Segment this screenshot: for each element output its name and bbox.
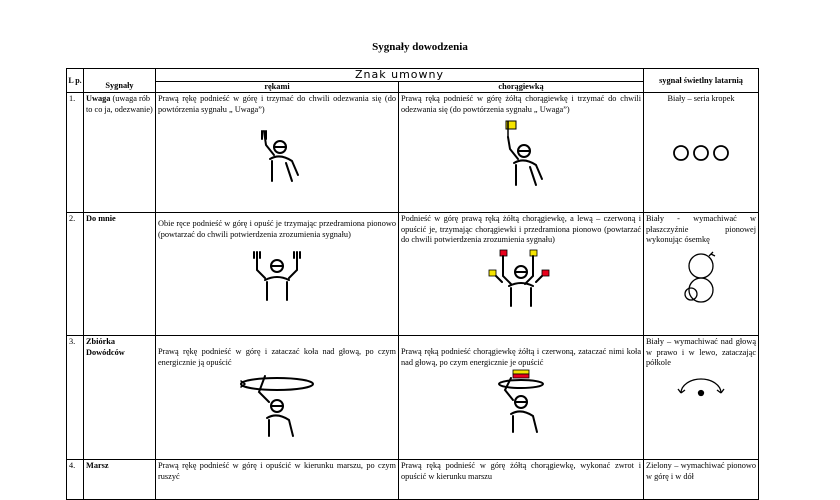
- header-choragiewka: chorągiewką: [397, 80, 645, 94]
- row-number: 2.: [66, 212, 84, 337]
- table-row: 1. Uwaga (uwaga rób to co ja, odezwanie)…: [66, 92, 760, 214]
- signal-name-cell: Do mnie: [83, 212, 156, 337]
- flag-description: Prawą ręką podnieść w górę żółtą chorągi…: [401, 94, 642, 114]
- half-circle-light-icon: [677, 378, 725, 396]
- light-description: Biały – wymachiwać nad głową w prawo i w…: [646, 337, 757, 368]
- table-row: 3. Zbiórka Dowódców Prawą rękę podnieść …: [66, 335, 760, 461]
- flag-description: Prawą ręką podnieść chorągiewkę żółtą i …: [401, 347, 642, 367]
- signals-table: L p. Sygnały Znak umowny sygnał świetlny…: [66, 67, 760, 500]
- light-description: Biały - wymachiwać w płaszczyźnie pionow…: [646, 214, 757, 245]
- yellow-flag-figure-icon: [505, 120, 543, 187]
- hands-cell: Obie ręce podnieść w górę i opuść je trz…: [155, 212, 399, 337]
- hands-description: Prawą rękę podnieść w górę i zataczać ko…: [158, 347, 396, 367]
- header-sygnal-swietlny: sygnał świetlny latarnią: [643, 67, 760, 94]
- signal-name: Uwaga: [86, 94, 111, 104]
- figure-eight-light-icon: [684, 251, 716, 303]
- header-lp: L p.: [66, 67, 84, 94]
- light-cell: Biały – wymachiwać nad głową w prawo i w…: [643, 335, 760, 461]
- signal-name-cell: Uwaga (uwaga rób to co ja, odezwanie): [83, 92, 156, 214]
- header-rekami: rękami: [155, 80, 399, 94]
- flag-description: Podnieść w górę prawą ręką żółtą chorągi…: [401, 214, 642, 245]
- signal-name: Do mnie: [86, 214, 116, 224]
- hands-cell: Prawą rękę podnieść w górę i zataczać ko…: [155, 335, 399, 461]
- hands-cell: Prawą rękę podnieść w górę i trzymać do …: [155, 92, 399, 214]
- signal-name-cell: Zbiórka Dowódców: [83, 335, 156, 461]
- circling-flags-figure-icon: [498, 369, 544, 434]
- document-title: Sygnały dowodzenia: [372, 41, 468, 53]
- light-cell: Biały – seria kropek: [643, 92, 760, 214]
- row-number: 3.: [66, 335, 84, 461]
- both-hands-figure-icon: [253, 251, 301, 302]
- dots-light-icon: [673, 144, 729, 161]
- table-row: 2. Do mnie Obie ręce podnieść w górę i o…: [66, 212, 760, 337]
- flag-cell: Podnieść w górę prawą ręką żółtą chorągi…: [397, 212, 645, 337]
- light-cell: Biały - wymachiwać w płaszczyźnie pionow…: [643, 212, 760, 337]
- flag-description: Prawą ręką podnieść w górę żółtą chorągi…: [401, 461, 642, 481]
- row-number: 1.: [66, 92, 84, 214]
- header-sygnaly: Sygnały: [83, 67, 156, 94]
- header-znak-umowny: Znak umowny: [154, 68, 645, 82]
- hands-description: Obie ręce podnieść w górę i opuść je trz…: [158, 219, 396, 239]
- flag-cell: Prawą ręką podnieść w górę żółtą chorągi…: [397, 92, 645, 214]
- hands-description: Prawą rękę podnieść w górę i opuścić w k…: [158, 461, 396, 481]
- light-description: Biały – seria kropek: [667, 94, 735, 104]
- signal-name-extra: (uwaga rób to co ja, odezwanie): [86, 94, 153, 114]
- signal-name: Zbiórka Dowódców: [86, 337, 125, 357]
- flag-cell: Prawą ręką podnieść chorągiewkę żółtą i …: [397, 335, 645, 461]
- circling-hand-figure-icon: [240, 375, 314, 438]
- light-description: Zielony – wymachiwać pionowo w górę i w …: [646, 461, 757, 481]
- hands-description: Prawą rękę podnieść w górę i trzymać do …: [158, 94, 396, 114]
- signal-name: Marsz: [86, 461, 109, 471]
- two-flags-figure-icon: [488, 249, 550, 307]
- raised-hand-figure-icon: [261, 130, 299, 183]
